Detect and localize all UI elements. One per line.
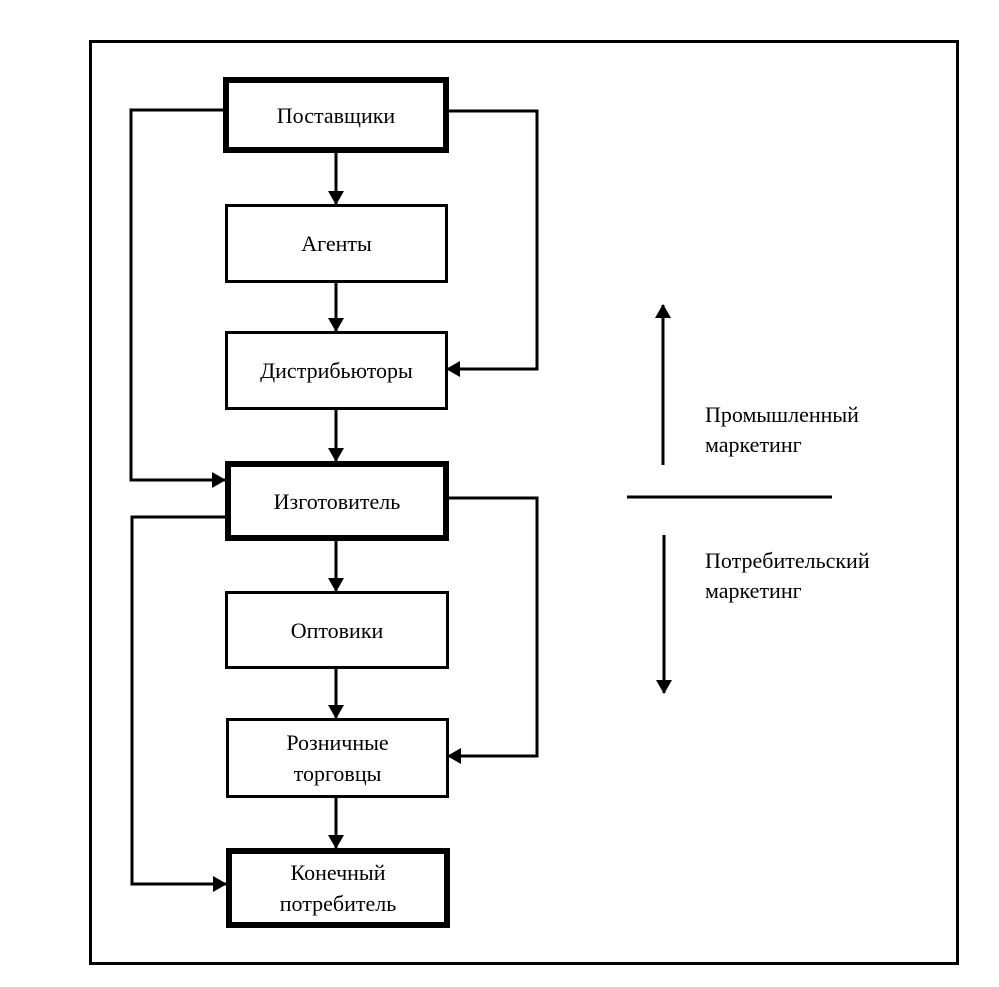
node-end-consumer-label: Конечный потребитель [279,860,397,916]
edge-manufacturer-end-consumer [130,515,227,892]
node-distributors-label: Дистрибьюторы [260,358,413,383]
node-manufacturer: Изготовитель [225,461,449,541]
node-manufacturer-label: Изготовитель [273,488,401,514]
node-suppliers-label: Поставщики [276,102,396,128]
node-agents: Агенты [225,204,448,283]
diagram-frame [89,40,959,965]
edge-suppliers-distributors [446,109,539,377]
node-distributors: Дистрибьюторы [225,331,448,410]
edge-manufacturer-retailers [447,496,539,764]
node-retailers: Розничные торговцы [226,718,449,798]
consumer-marketing-label: Потребительский маркетинг [705,548,870,603]
node-suppliers: Поставщики [223,77,449,153]
node-agents-label: Агенты [301,231,372,256]
node-end-consumer: Конечный потребитель [226,848,450,928]
node-wholesalers: Оптовики [225,591,449,669]
node-retailers-label: Розничные торговцы [286,730,389,786]
node-wholesalers-label: Оптовики [290,617,384,643]
industrial-marketing-label: Промышленный маркетинг [705,402,859,457]
edge-suppliers-manufacturer [129,108,226,488]
